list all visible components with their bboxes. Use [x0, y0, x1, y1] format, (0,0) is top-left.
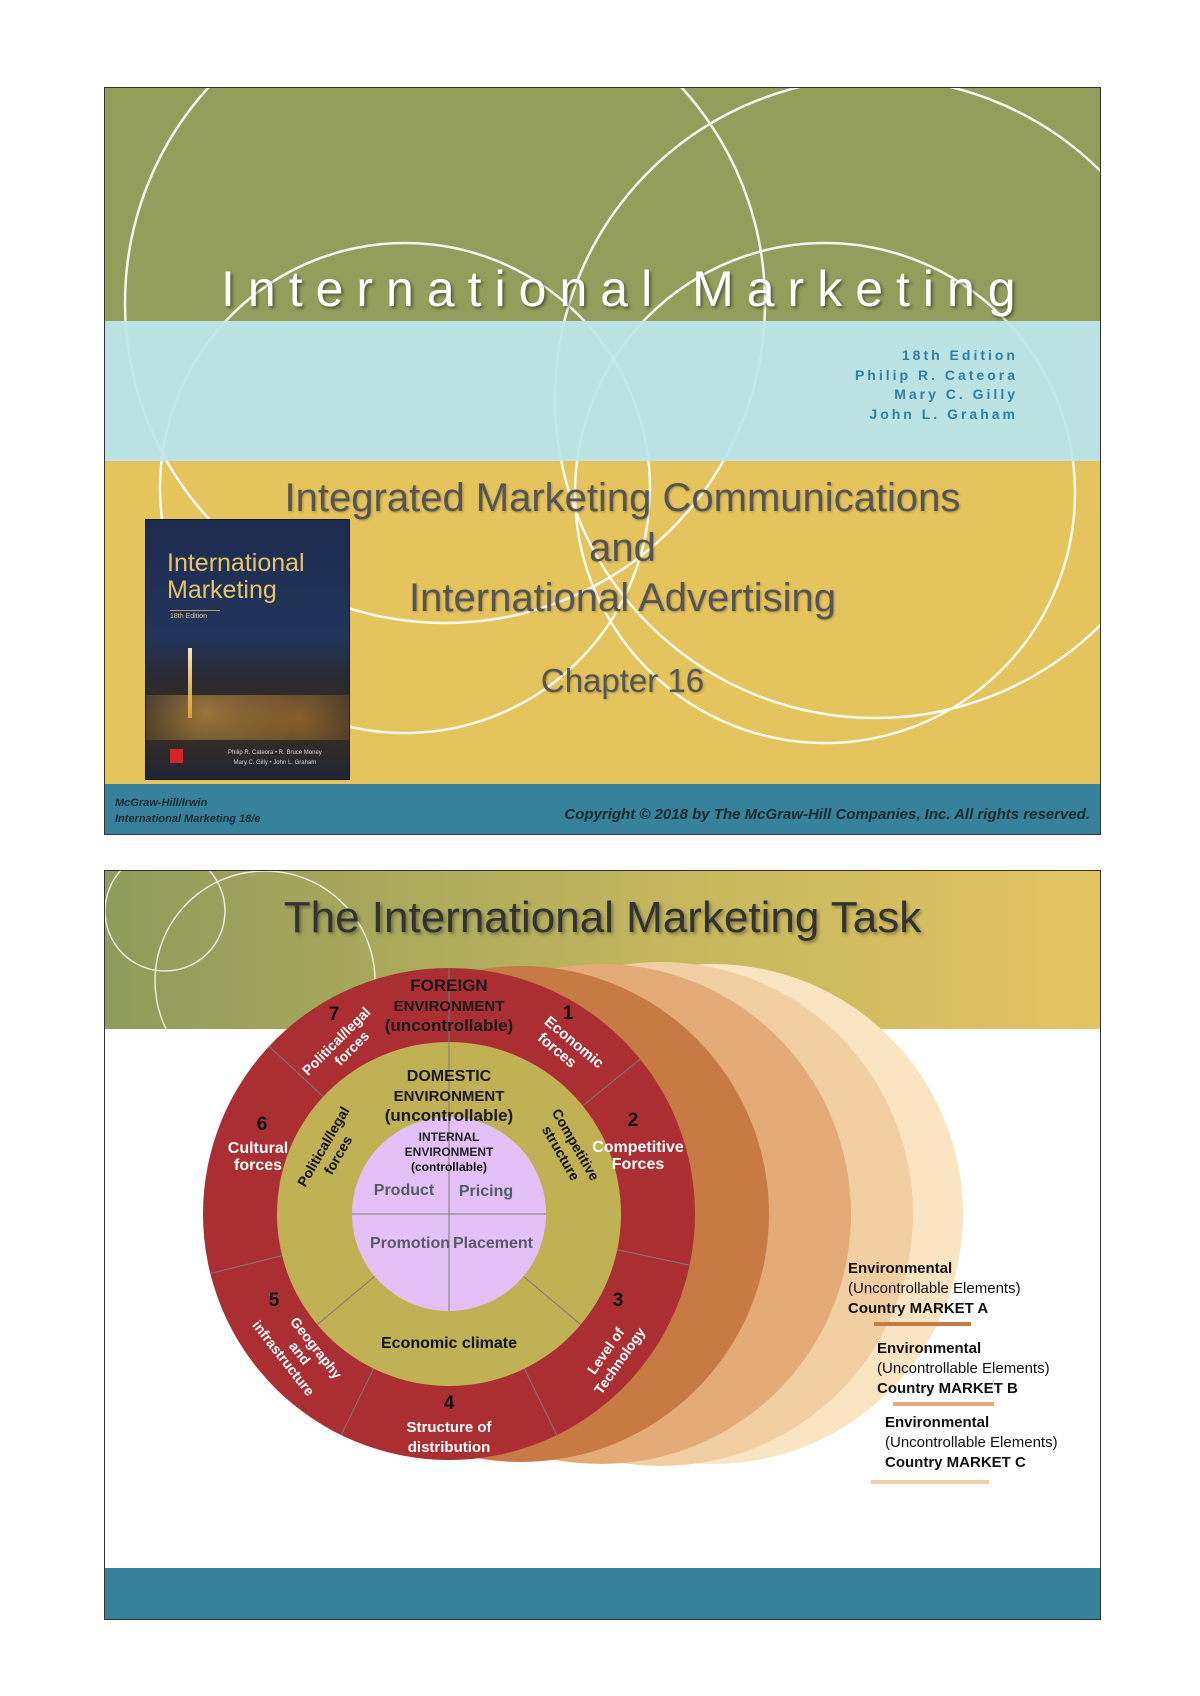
cover-title-line: International — [167, 549, 305, 577]
city-lights-image — [146, 695, 349, 740]
force-label: Forces — [612, 1156, 665, 1173]
force-number: 4 — [444, 1393, 455, 1414]
internal-label: ENVIRONMENT — [405, 1145, 494, 1159]
divider-line — [268, 1045, 324, 1098]
country-market-labels: Environmental (Uncontrollable Elements) … — [848, 1260, 1058, 1484]
publisher-name: McGraw-Hill/Irwin — [115, 797, 208, 809]
mix-placement: Placement — [453, 1235, 534, 1252]
market-label: Country MARKET B — [877, 1380, 1018, 1397]
domestic-label: (uncontrollable) — [385, 1106, 513, 1125]
mcgraw-hill-logo — [170, 749, 183, 763]
edition: 18th Edition — [901, 347, 1018, 363]
divider-line — [316, 1275, 376, 1325]
force-label: forces — [234, 1157, 282, 1174]
mix-promotion: Promotion — [370, 1235, 450, 1252]
cover-author-line: Mary C. Gilly • John L. Graham — [233, 760, 317, 766]
chapter-title-line: International Advertising — [409, 576, 836, 620]
diagram-slide: The International Marketing Task FOREIGN… — [104, 870, 1101, 1620]
footer-overlay — [105, 1568, 1100, 1619]
force-label: Competitive — [592, 1139, 684, 1156]
chapter-title-line: and — [589, 526, 656, 570]
author: Philip R. Cateora — [854, 366, 1018, 383]
market-label: Country MARKET A — [848, 1300, 988, 1317]
divider-line — [340, 1368, 375, 1436]
force-label: Structure of — [406, 1419, 492, 1436]
author: John L. Graham — [869, 405, 1018, 422]
author-block: 18th Edition Philip R. Cateora Mary C. G… — [855, 346, 1018, 424]
book-edition: International Marketing 18/e — [115, 813, 261, 825]
market-label: Environmental — [885, 1414, 989, 1431]
force-label: Cultural — [228, 1140, 288, 1157]
divider-line — [523, 1368, 558, 1436]
footer-bar — [105, 784, 1100, 834]
slide-title: The International Marketing Task — [283, 893, 922, 942]
chapter-title-line: Integrated Marketing Communications — [284, 476, 961, 520]
cover-edition: 18th Edition — [170, 610, 220, 620]
cover-title: International Marketing — [167, 550, 305, 604]
market-label: (Uncontrollable Elements) — [885, 1434, 1058, 1451]
title-slide: International Marketing 18th Edition Phi… — [104, 87, 1101, 835]
internal-label: INTERNAL — [419, 1130, 480, 1144]
domestic-force-label: Economic climate — [381, 1335, 517, 1352]
eiffel-tower-image — [188, 648, 192, 718]
book-cover-image: International Marketing 18th Edition Phi… — [145, 519, 350, 780]
segment-dividers — [210, 968, 690, 1436]
cover-title-line: Marketing — [167, 576, 277, 604]
cyan-overlay — [105, 321, 1100, 461]
cover-authors: Philip R. Cateora • R. Bruce Money Mary … — [228, 748, 322, 768]
market-label: Environmental — [848, 1260, 952, 1277]
force-number: 3 — [613, 1290, 624, 1311]
book-title: International Marketing — [221, 261, 1029, 317]
domestic-label: ENVIRONMENT — [394, 1088, 505, 1105]
market-label: (Uncontrollable Elements) — [848, 1280, 1021, 1297]
foreign-label: FOREIGN — [410, 976, 487, 995]
internal-label: (controllable) — [411, 1160, 487, 1174]
marketing-task-diagram: FOREIGN ENVIRONMENT (uncontrollable) DOM… — [105, 962, 1100, 1619]
mix-product: Product — [374, 1182, 435, 1199]
divider-line — [210, 1255, 283, 1274]
divider-line — [617, 1249, 690, 1266]
divider-line — [582, 1058, 641, 1107]
market-label: Environmental — [877, 1340, 981, 1357]
author: Mary C. Gilly — [894, 386, 1018, 402]
mix-pricing: Pricing — [459, 1183, 513, 1200]
force-label: distribution — [408, 1439, 491, 1456]
copyright: Copyright © 2018 by The McGraw-Hill Comp… — [564, 806, 1090, 823]
force-number: 1 — [563, 1003, 574, 1024]
market-label: (Uncontrollable Elements) — [877, 1360, 1050, 1377]
foreign-label: (uncontrollable) — [385, 1016, 513, 1035]
chapter-number: Chapter 16 — [540, 662, 705, 699]
divider-line — [522, 1275, 582, 1325]
domestic-label: DOMESTIC — [407, 1068, 492, 1085]
foreign-label: ENVIRONMENT — [394, 998, 505, 1015]
footer-publisher: McGraw-Hill/Irwin International Marketin… — [115, 795, 260, 827]
market-label: Country MARKET C — [885, 1454, 1026, 1471]
cover-author-line: Philip R. Cateora • R. Bruce Money — [228, 750, 322, 756]
force-number: 5 — [269, 1290, 280, 1311]
force-number: 7 — [329, 1004, 340, 1025]
force-number: 2 — [628, 1110, 639, 1131]
force-number: 6 — [257, 1114, 268, 1135]
